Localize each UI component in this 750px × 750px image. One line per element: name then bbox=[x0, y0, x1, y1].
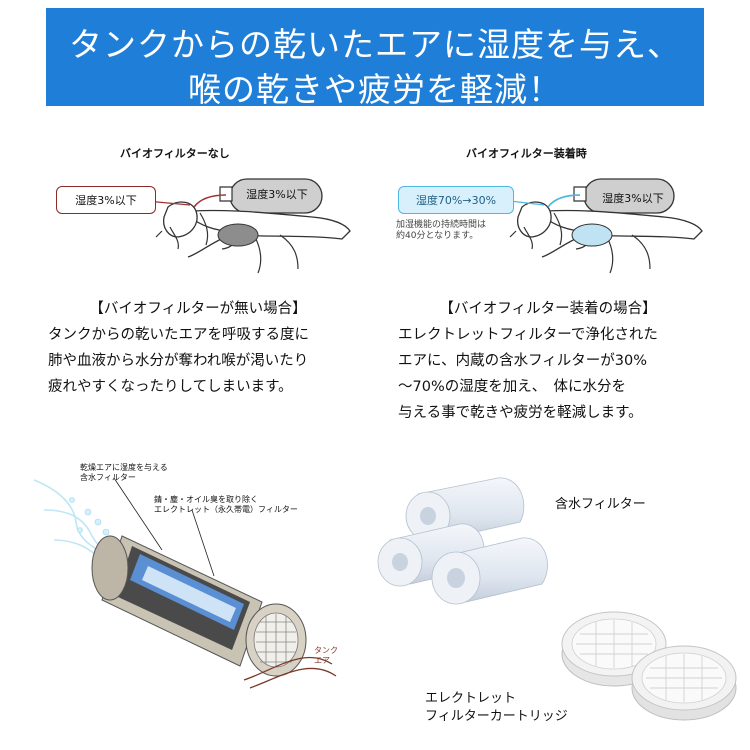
tank-air-label: タンク エア bbox=[314, 646, 338, 665]
cartridge-label: エレクトレット フィルターカートリッジ bbox=[425, 691, 568, 724]
electret-cartridges-image bbox=[561, 611, 737, 721]
right-figure-caption: バイオフィルター装着時 bbox=[466, 147, 587, 160]
without-filter-heading: 【バイオフィルターが無い場合】 bbox=[89, 301, 307, 317]
humidity-label-tank-with-filter: 湿度3%以下 bbox=[602, 192, 664, 205]
water-filter-cylinders-image bbox=[377, 477, 548, 605]
water-filter-callout: 乾燥エアに湿度を与える 含水フィルター bbox=[80, 463, 168, 482]
humidity-label-dry-breath: 湿度3%以下 bbox=[56, 186, 156, 214]
diver-with-filter-illustration bbox=[509, 178, 703, 274]
electret-filter-callout: 錆・塵・オイル臭を取り除く エレクトレット（永久帯電）フィルター bbox=[154, 495, 298, 514]
headline-line-1: タンクからの乾いたエアに湿度を与え、 bbox=[69, 25, 681, 64]
humidity-label-tank: 湿度3%以下 bbox=[246, 188, 308, 201]
headline-line-2: 喉の乾きや疲労を軽減！ bbox=[188, 70, 562, 109]
humidity-duration-note: 加湿機能の持続時間は 約40分となります。 bbox=[396, 220, 487, 241]
humidity-label-humid-breath: 湿度70%→30% bbox=[398, 186, 514, 214]
bio-filter-cutaway-illustration bbox=[33, 477, 337, 689]
water-filter-label: 含水フィルター bbox=[555, 497, 646, 512]
headline-banner: タンクからの乾いたエアに湿度を与え、 喉の乾きや疲労を軽減！ bbox=[46, 8, 704, 109]
with-filter-heading: 【バイオフィルター装着の場合】 bbox=[439, 301, 657, 317]
diver-without-filter-illustration bbox=[145, 178, 351, 274]
without-filter-description: 【バイオフィルターが無い場合】 タンクからの乾いたエアを呼吸する度に 肺や血液か… bbox=[48, 296, 348, 400]
left-figure-caption: バイオフィルターなし bbox=[120, 147, 230, 160]
with-filter-description: 【バイオフィルター装着の場合】 エレクトレットフィルターで浄化された エアに、内… bbox=[398, 296, 698, 426]
